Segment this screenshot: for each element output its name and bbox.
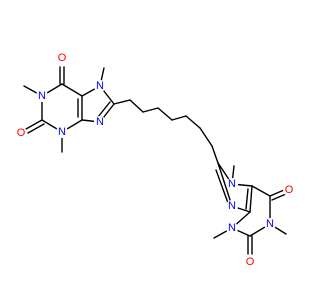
lower-xanthine-unit: N N O N N O (213, 162, 295, 268)
linker-bond-1 (113, 99, 131, 105)
bond-c6-o6-double (271, 193, 287, 201)
linker-bond-7 (199, 127, 213, 147)
linker-bond-4 (157, 107, 173, 121)
atom-n9: N (94, 116, 106, 128)
atom-n7-label: N (96, 80, 104, 92)
atom-n1-label: N (38, 90, 46, 102)
atom-n1-label: N (266, 218, 274, 230)
atom-n9: N (226, 200, 238, 212)
bond-c5-c4-double (245, 188, 249, 210)
upper-xanthine-unit: O N O N N N (15, 52, 115, 153)
linker-bond-2 (129, 99, 144, 113)
atom-n1: N (36, 90, 48, 102)
bond-c2-o2 (25, 119, 43, 130)
atom-n3: N (226, 222, 238, 234)
atom-o2: O (244, 256, 256, 268)
atom-o2-label: O (246, 256, 255, 268)
atom-o6-label: O (285, 184, 294, 196)
atom-o2: O (15, 127, 27, 139)
bond-n9-c8 (217, 162, 233, 207)
bond-c6-o6 (269, 189, 285, 197)
atom-o6-label: O (58, 52, 67, 64)
bond-c5-c6 (251, 185, 271, 197)
linker-bond-3 (142, 107, 159, 113)
linker-bond-6 (185, 115, 201, 129)
atom-n9-label: N (96, 116, 104, 128)
linker-bond-8 (211, 145, 219, 164)
alkyl-linker-chain (113, 99, 219, 164)
molecule-structure-diagram: O N O N N N (15, 52, 295, 268)
atom-n9-label: N (228, 200, 236, 212)
atom-o6: O (283, 184, 295, 196)
bond-c2-o2-double (27, 123, 45, 134)
atom-n1: N (264, 218, 276, 230)
bond-n9-c8-double (215, 169, 229, 204)
atom-n3-label: N (58, 126, 66, 138)
atom-n7: N (94, 80, 106, 92)
bond-c8-n9-double (97, 101, 111, 118)
atom-n3: N (56, 126, 68, 138)
atom-n7: N (226, 178, 238, 190)
atom-n7-label: N (228, 178, 236, 190)
atom-o2-label: O (17, 127, 26, 139)
bond-c5-c6 (61, 83, 83, 97)
bond-c5-c4 (249, 185, 253, 213)
atom-n3-label: N (228, 222, 236, 234)
linker-bond-5 (171, 115, 187, 121)
atom-o6: O (56, 52, 68, 64)
